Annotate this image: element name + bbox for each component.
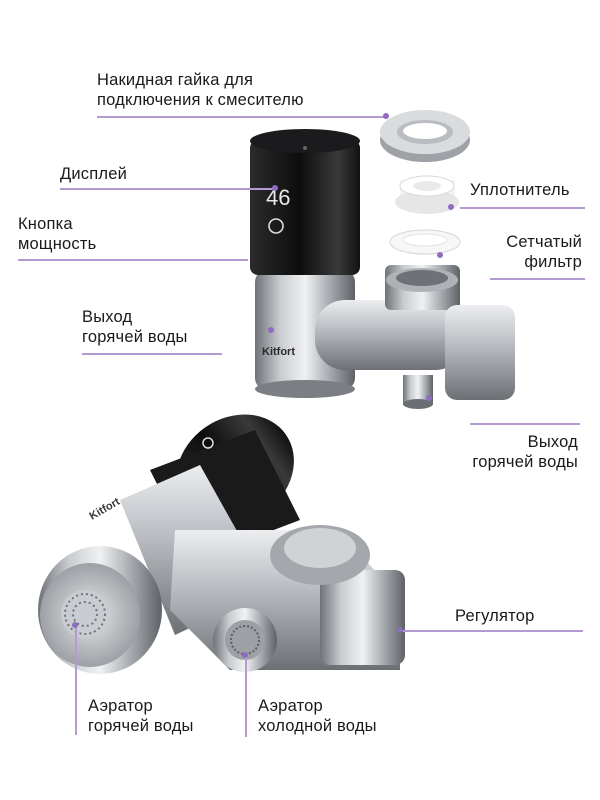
label-power-line1: Кнопка	[18, 215, 73, 233]
leader-hot-out-left	[82, 353, 222, 355]
dot-hot-out-left	[268, 327, 274, 333]
leader-display	[60, 188, 274, 190]
leader-aer-cold	[245, 655, 247, 737]
coupling-nut	[380, 110, 470, 162]
dot-hot-out-right	[426, 395, 432, 401]
seal-ring	[395, 175, 459, 214]
leader-regulator	[403, 630, 583, 632]
dot-regulator	[397, 627, 403, 633]
label-regulator: Регулятор	[455, 607, 535, 625]
label-filter-line1: Сетчатый	[506, 233, 582, 251]
dot-aer-cold	[242, 652, 248, 658]
power-button-icon[interactable]	[268, 218, 284, 234]
label-coupling-nut-line2: подключения к смесителю	[97, 91, 304, 109]
brand-logo-bottom: Kitfort	[88, 496, 123, 523]
label-aer-hot-line2: горячей воды	[88, 717, 194, 735]
label-aer-cold-line1: Аэратор	[258, 697, 323, 715]
brand-logo-top: Kitfort	[262, 346, 295, 358]
label-hot-out-left: Выход горячей воды	[82, 307, 188, 347]
label-hot-out-left-line2: горячей воды	[82, 328, 188, 346]
label-hot-out-left-line1: Выход	[82, 308, 133, 326]
label-hot-out-right-line1: Выход	[527, 433, 578, 451]
side-branch	[315, 265, 515, 409]
dot-aer-hot	[72, 622, 78, 628]
dot-display	[272, 185, 278, 191]
label-aer-hot-line1: Аэратор	[88, 697, 153, 715]
label-power-line2: мощность	[18, 235, 97, 253]
leader-hot-out-right	[470, 423, 580, 425]
heater-bottom-view	[38, 414, 405, 674]
label-mesh-filter: Сетчатый фильтр	[506, 232, 582, 272]
label-hot-out-right: Выход горячей воды	[472, 432, 578, 472]
leader-power	[18, 259, 248, 261]
label-hot-out-right-line2: горячей воды	[472, 453, 578, 471]
label-coupling-nut: Накидная гайка для подключения к смесите…	[97, 70, 304, 110]
leader-filter	[490, 278, 585, 280]
label-display: Дисплей	[60, 165, 127, 183]
leader-seal	[460, 207, 585, 209]
label-aerator-hot: Аэратор горячей воды	[88, 696, 194, 736]
label-seal: Уплотнитель	[470, 181, 570, 199]
dot-filter	[437, 252, 443, 258]
label-coupling-nut-line1: Накидная гайка для	[97, 71, 254, 89]
dot-nut	[383, 113, 389, 119]
label-aerator-cold: Аэратор холодной воды	[258, 696, 377, 736]
label-filter-line2: фильтр	[524, 253, 582, 271]
mesh-filter	[389, 229, 461, 255]
label-power-button: Кнопка мощность	[18, 214, 96, 254]
dot-seal	[448, 204, 454, 210]
leader-aer-hot	[75, 625, 77, 735]
label-aer-cold-line2: холодной воды	[258, 717, 377, 735]
leader-nut	[97, 116, 387, 118]
